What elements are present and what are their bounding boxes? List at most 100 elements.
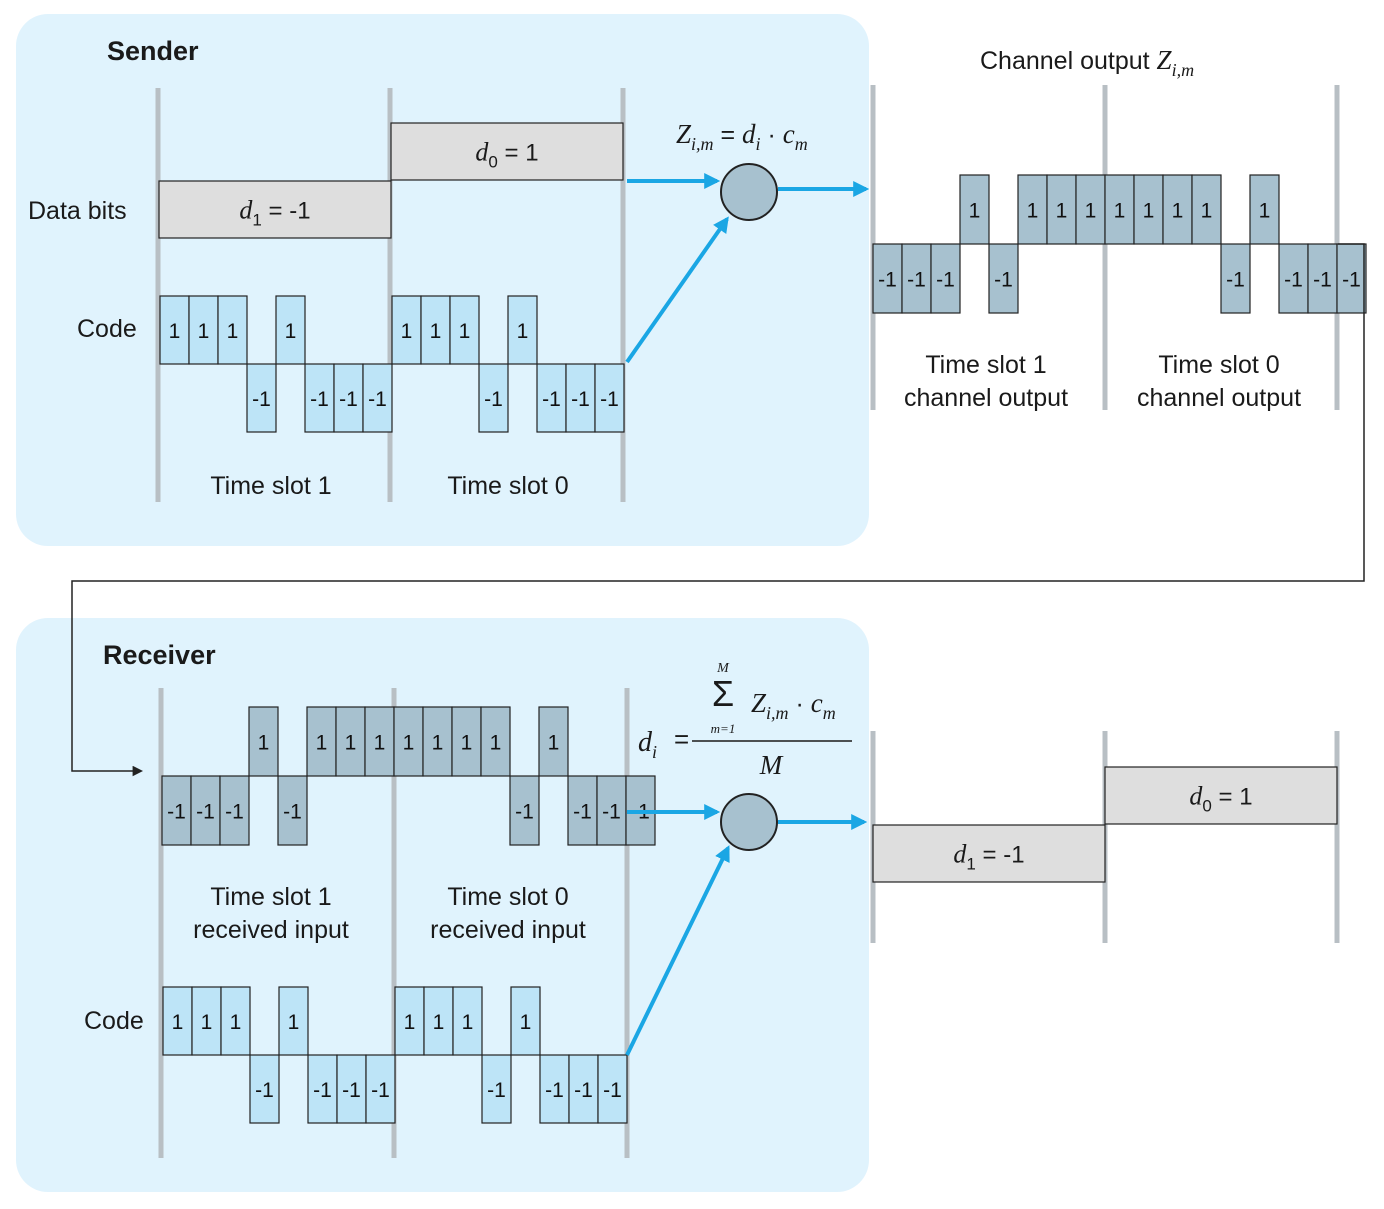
sender-data-bits: d1 = -1 d0 = 1 [158, 122, 624, 239]
sender-code-chip-7 [362, 363, 393, 433]
receiver-slot0-line2: received input [430, 916, 586, 944]
receiver-code-chip-12 [510, 986, 541, 1056]
channel-chip-9 [1133, 174, 1164, 245]
channel-chip-15 [1307, 243, 1338, 314]
receiver-input-chip-9 [422, 706, 453, 777]
channel-chip-label-12: -1 [1226, 269, 1245, 292]
sender-code-chip-label-1: 1 [198, 320, 210, 343]
receiver-input-chip-label-8: 1 [403, 732, 415, 755]
receiver-code-chip-label-7: -1 [371, 1079, 390, 1102]
receiver-input-chip-label-3: 1 [258, 732, 270, 755]
sender-slot1-label: Time slot 1 [210, 472, 331, 500]
receiver-input-chip-4 [277, 775, 308, 846]
sender-code-chip-label-7: -1 [368, 388, 387, 411]
receiver-code-label: Code [84, 1007, 144, 1035]
channel-slot1-line1: Time slot 1 [925, 351, 1046, 379]
channel-to-receiver-connector [71, 243, 1365, 777]
formula-lhs: di [638, 727, 657, 762]
sender-slot0-label: Time slot 0 [447, 472, 568, 500]
receiver-input-chip-8 [393, 706, 424, 777]
receiver-input-chip-11 [480, 706, 511, 777]
receiver-code-chip-label-15: -1 [603, 1079, 622, 1102]
code-to-multiplier-arrow [625, 216, 729, 364]
receiver-input-chip-label-15: -1 [602, 801, 621, 824]
receiver-code-chip-11 [481, 1054, 512, 1124]
sender-code-chip-1 [188, 295, 219, 365]
channel-chip-8 [1104, 174, 1135, 245]
channel-chip-label-13: 1 [1259, 200, 1271, 223]
sender-code-chip-9 [420, 295, 451, 365]
channel-chip-14 [1278, 243, 1309, 314]
receiver-code-chip-5 [307, 1054, 338, 1124]
channel-chip-12 [1220, 243, 1251, 314]
sender-data-bit-box-0 [158, 180, 392, 239]
sender-data-bit-label-1: d0 = 1 [475, 138, 538, 172]
receiver-input-chip-7 [364, 706, 395, 777]
receiver-input-chip-3 [248, 706, 279, 777]
receiver-input-chip-label-2: -1 [225, 801, 244, 824]
receiver-code-chip-label-13: -1 [545, 1079, 564, 1102]
sender-code-chip-label-11: -1 [484, 388, 503, 411]
channel-chip-label-15: -1 [1313, 269, 1332, 292]
sender-code-chip-label-3: -1 [252, 388, 271, 411]
receiver-input-chip-label-5: 1 [316, 732, 328, 755]
formula-sigma: Σ [712, 673, 734, 714]
receiver-code-chip-label-2: 1 [230, 1011, 242, 1034]
receiver-input-chip-label-6: 1 [345, 732, 357, 755]
receiver-input-chip-label-12: -1 [515, 801, 534, 824]
channel-slot0-line2: channel output [1137, 384, 1301, 412]
receiver-code-chip-label-14: -1 [574, 1079, 593, 1102]
channel-chip-0 [872, 243, 903, 314]
channel-chip-label-1: -1 [907, 269, 926, 292]
receiver-heading: Receiver [103, 640, 216, 670]
receiver-code-chip-7 [365, 1054, 396, 1124]
channel-chip-10 [1162, 174, 1193, 245]
formula-sigma-bottom: m=1 [711, 721, 736, 736]
sender-heading: Sender [107, 36, 199, 66]
decoded-data-bits: d1 = -1d0 = 1 [872, 766, 1338, 883]
formula-equals: = [674, 724, 689, 754]
sender-code-chip-15 [594, 363, 625, 433]
sender-code-chip-0 [159, 295, 190, 365]
receiver-code-chip-label-9: 1 [433, 1011, 445, 1034]
formula-sigma-top: M [716, 661, 730, 676]
receiver-code-chip-label-6: -1 [342, 1079, 361, 1102]
receiver-input-chip-10 [451, 706, 482, 777]
channel-title: Channel output Zi,m [980, 45, 1194, 80]
receiver-code-chip-8 [394, 986, 425, 1056]
receiver-input-chip-label-14: -1 [573, 801, 592, 824]
receiver-code-chip-label-0: 1 [172, 1011, 184, 1034]
sender-code-chip-label-8: 1 [401, 320, 413, 343]
receiver-input-chip-13 [538, 706, 569, 777]
sender-code-chip-3 [246, 363, 277, 433]
receiver-slot1-line1: Time slot 1 [210, 883, 331, 911]
receiver-input-chip-0 [161, 775, 192, 846]
sender-code-chip-4 [275, 295, 306, 365]
sender-code-chip-label-4: 1 [285, 320, 297, 343]
receiver-input-chip-2 [219, 775, 250, 846]
receiver-code-chip-9 [423, 986, 454, 1056]
sender-code-chip-10 [449, 295, 480, 365]
channel-chip-label-3: 1 [969, 200, 981, 223]
channel-chip-label-8: 1 [1114, 200, 1126, 223]
sender-code-chip-label-14: -1 [571, 388, 590, 411]
channel-chip-label-10: 1 [1172, 200, 1184, 223]
sender-code-chip-label-9: 1 [430, 320, 442, 343]
receiver-code-chip-3 [249, 1054, 280, 1124]
sender-data-bit-label-0: d1 = -1 [239, 196, 310, 230]
receiver-input-chip-label-1: -1 [196, 801, 215, 824]
receiver-input-chip-label-11: 1 [490, 732, 502, 755]
channel-chip-label-5: 1 [1027, 200, 1039, 223]
receiver-input-chip-label-0: -1 [167, 801, 186, 824]
receiver-code-to-multiplier-arrow [625, 845, 730, 1056]
receiver-slot0-line1: Time slot 0 [447, 883, 568, 911]
receiver-input-chip-1 [190, 775, 221, 846]
sender-code-chip-label-0: 1 [169, 320, 181, 343]
channel-chip-label-14: -1 [1284, 269, 1303, 292]
receiver-input-chip-12 [509, 775, 540, 846]
channel-chip-label-0: -1 [878, 269, 897, 292]
channel-chip-label-9: 1 [1143, 200, 1155, 223]
sender-code-chip-6 [333, 363, 364, 433]
